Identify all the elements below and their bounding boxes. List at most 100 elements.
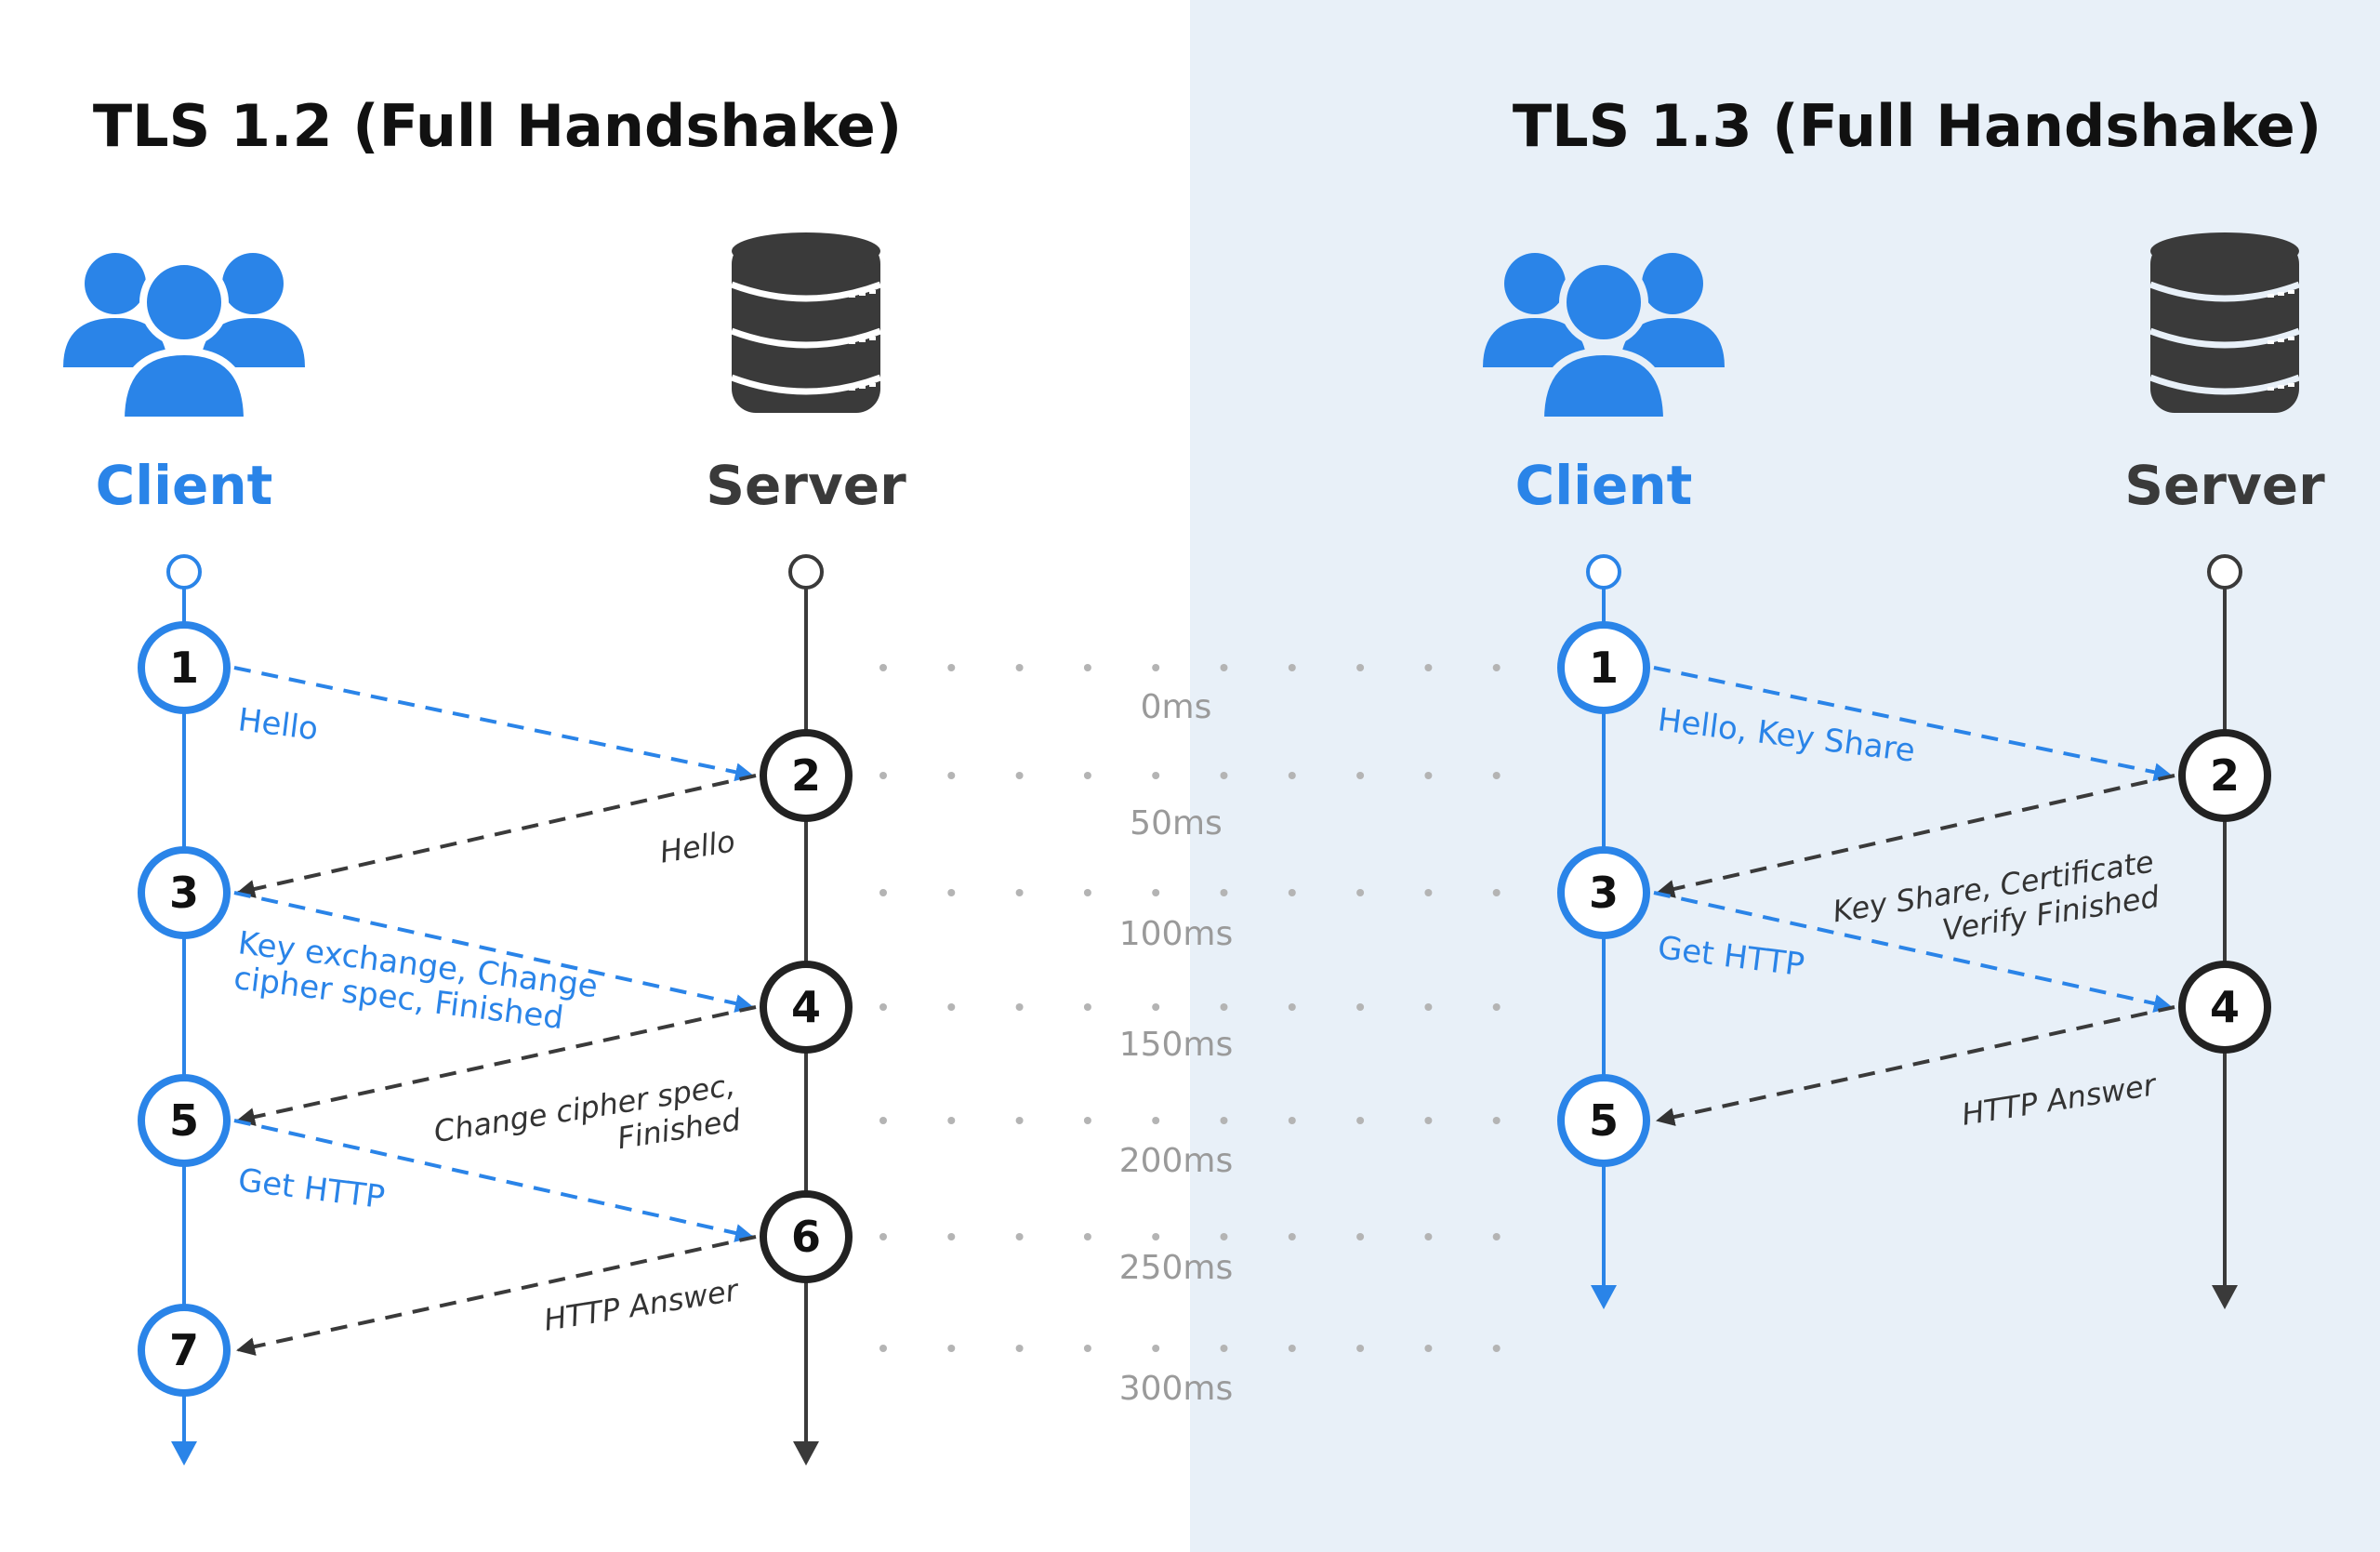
timeline-dot <box>1424 1003 1433 1011</box>
timeline-dot <box>1152 664 1160 671</box>
timeline-dot <box>1220 1003 1228 1011</box>
timeline-dot <box>1424 1233 1433 1240</box>
step-node-3 <box>138 846 231 939</box>
step-number-3: 3 <box>169 868 199 918</box>
timeline-dot <box>1492 1003 1501 1011</box>
message-label-group: Get HTTP <box>236 1161 387 1216</box>
message-label: HTTP Answer <box>541 1272 742 1338</box>
timeline-dot <box>1015 664 1024 671</box>
timeline-labels: 0ms 50ms 100ms 150ms 200ms 250ms 300ms <box>1119 688 1234 1408</box>
server-to-client-arrow-4 <box>1656 1005 2175 1126</box>
timeline-dot <box>1288 1233 1296 1240</box>
step-node-1 <box>138 621 231 714</box>
timeline-dot <box>1288 772 1296 779</box>
client-lifeline-start <box>166 554 202 590</box>
timeline-dot <box>879 772 887 779</box>
timeline-dot <box>1152 1117 1160 1124</box>
message-label: Hello, Key Share <box>1656 701 1917 770</box>
timeline-dot <box>1015 772 1024 779</box>
step-number-7: 7 <box>169 1325 199 1375</box>
time-label: 50ms <box>1130 804 1223 842</box>
client-lifeline-start <box>1586 554 1621 590</box>
time-label: 150ms <box>1119 1026 1234 1064</box>
time-label: 300ms <box>1119 1370 1234 1408</box>
timeline-dot <box>947 1345 956 1352</box>
message-label-group: HTTP Answer <box>1959 1067 2160 1133</box>
server-to-client-arrow-6 <box>236 1235 757 1356</box>
timeline-dot <box>1288 1345 1296 1352</box>
step-node-1 <box>1557 621 1650 714</box>
client-to-server-arrow-1 <box>233 666 754 782</box>
server-lifeline-start <box>788 554 824 590</box>
timeline-dot <box>1424 772 1433 779</box>
users-icon <box>63 253 305 424</box>
client-lifeline-arrowhead <box>171 1441 197 1466</box>
tls12-client-label: Client <box>96 454 273 517</box>
timeline-dot <box>1083 1345 1091 1352</box>
timeline-dot <box>1288 1003 1296 1011</box>
step-number-4: 4 <box>2210 982 2240 1032</box>
step-node-7 <box>138 1304 231 1397</box>
message-label: Get HTTP <box>236 1161 387 1216</box>
step-number-5: 5 <box>169 1095 199 1146</box>
timeline-dot <box>1356 1117 1365 1124</box>
time-label: 250ms <box>1119 1249 1234 1287</box>
timeline-dot <box>1220 664 1228 671</box>
timeline-dot <box>879 1117 887 1124</box>
step-number-1: 1 <box>1589 643 1619 693</box>
users-icon <box>1483 253 1725 424</box>
tls12-title: TLS 1.2 (Full Handshake) <box>93 92 902 160</box>
timeline-dot <box>1220 1233 1228 1240</box>
message-label-group: HTTP Answer <box>541 1272 742 1338</box>
client-to-server-arrow-1 <box>1653 666 2173 782</box>
timeline-dot <box>947 1117 956 1124</box>
step-node-5 <box>1557 1074 1650 1167</box>
step-node-2 <box>2178 729 2271 822</box>
timeline-dot <box>879 1003 887 1011</box>
timeline-dot <box>1083 664 1091 671</box>
server-database-icon <box>730 232 882 413</box>
timeline-dot <box>1424 1345 1433 1352</box>
timeline-dot <box>1356 1003 1365 1011</box>
time-label: 0ms <box>1141 688 1212 726</box>
timeline-dot <box>947 772 956 779</box>
message-arrows <box>233 666 2175 1356</box>
server-database-icon <box>2149 232 2301 413</box>
tls13-client-label: Client <box>1515 454 1693 517</box>
timeline-dot <box>1492 1117 1501 1124</box>
timeline-dot <box>1015 1233 1024 1240</box>
message-label: Hello <box>657 823 737 869</box>
timeline-dot <box>1356 1345 1365 1352</box>
time-label: 200ms <box>1119 1142 1234 1180</box>
timeline-dot <box>1424 664 1433 671</box>
timeline-dot <box>1356 772 1365 779</box>
message-label-group: Get HTTP <box>1656 929 1806 984</box>
step-node-2 <box>760 729 853 822</box>
message-label-group: Hello <box>657 823 737 869</box>
timeline-dot <box>1492 664 1501 671</box>
step-number-6: 6 <box>791 1212 821 1262</box>
step-number-2: 2 <box>791 750 821 801</box>
timeline-dot <box>1220 1117 1228 1124</box>
timeline-dot <box>1152 889 1160 896</box>
tls12-server-label: Server <box>706 454 906 517</box>
tls13-title: TLS 1.3 (Full Handshake) <box>1513 92 2321 160</box>
timeline-dot <box>1288 889 1296 896</box>
server-lifeline-arrowhead <box>2212 1285 2238 1309</box>
timeline-dot <box>879 1233 887 1240</box>
timeline-dot <box>1083 772 1091 779</box>
timeline-dot <box>947 889 956 896</box>
timeline-dot <box>1015 1003 1024 1011</box>
timeline-dot <box>1015 1117 1024 1124</box>
timeline-dot <box>1356 1233 1365 1240</box>
timeline-dot <box>1356 889 1365 896</box>
timeline-dot <box>1152 1003 1160 1011</box>
timeline-dot <box>1492 1345 1501 1352</box>
time-label: 100ms <box>1119 915 1234 953</box>
timeline-dot <box>947 1003 956 1011</box>
message-label-group: Change cipher spec,Finished <box>431 1067 744 1156</box>
timeline-dot <box>1288 664 1296 671</box>
